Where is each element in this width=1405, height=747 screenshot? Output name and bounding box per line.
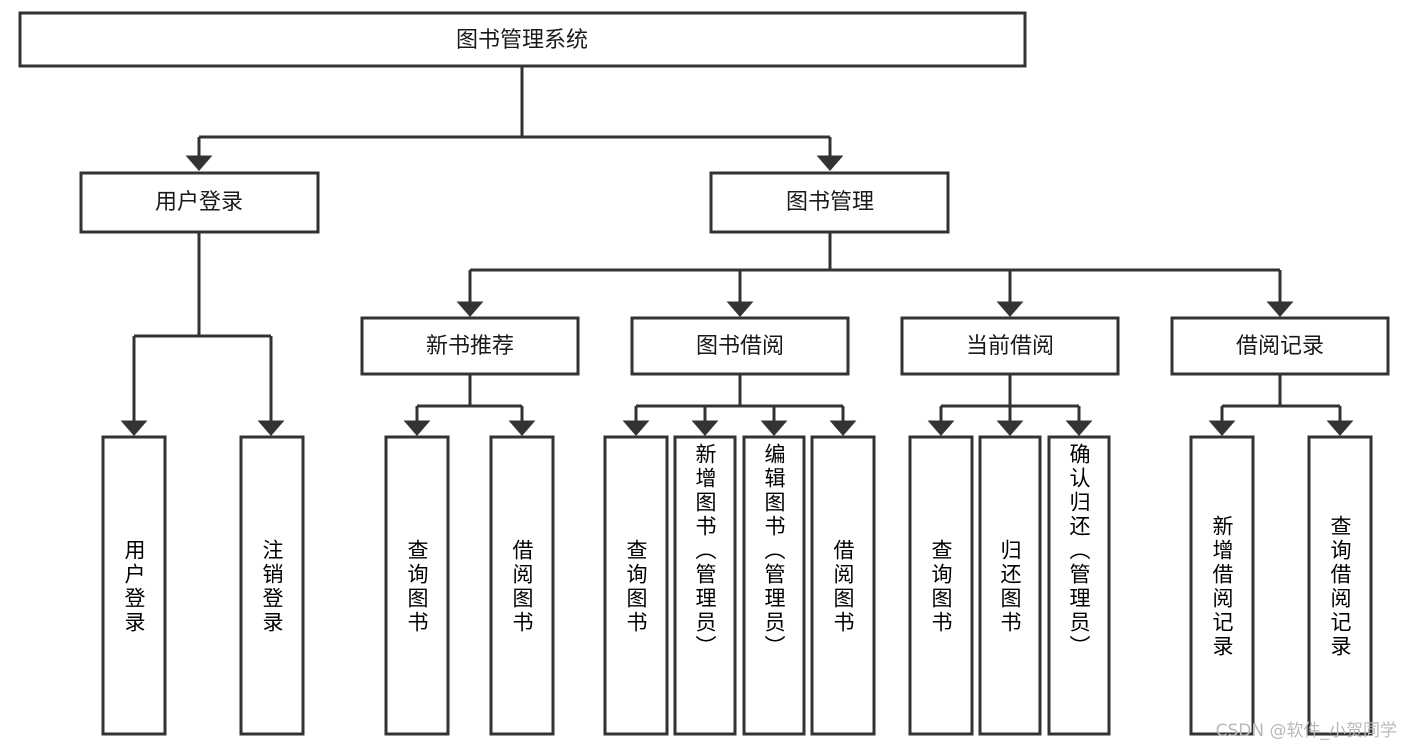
leaf-label-wrap-user-login-2: 注销登录 [260,539,284,635]
leaf-box-user-login-2[interactable] [239,435,305,736]
leaf-label-wrap-record-1: 新增借阅记录 [1210,515,1234,659]
node-label-borrow-record: 借阅记录 [1236,334,1324,359]
node-new-book-recommend[interactable]: 新书推荐 [360,316,580,376]
leaf-box-current-2[interactable] [978,435,1042,736]
node-borrow-record[interactable]: 借阅记录 [1170,316,1390,376]
leaf-label-record-1: 新增借阅记录 [1210,515,1234,659]
leaf-label-wrap-new-book-1: 查询图书 [405,539,429,635]
leaf-label-user-login-2: 注销登录 [260,539,284,635]
node-label-user-login: 用户登录 [155,190,243,215]
leaf-box-current-1[interactable] [908,435,974,736]
leaf-label-wrap-current-2: 归还图书 [998,539,1022,635]
leaf-label-current-1: 查询图书 [929,539,953,635]
node-user-login[interactable]: 用户登录 [79,171,320,234]
node-label-book-management: 图书管理 [786,190,874,215]
leaf-label-current-2: 归还图书 [998,539,1022,635]
leaf-box-user-login-1[interactable] [101,435,167,736]
leaf-label-borrow-3: 编辑图书（管理员） [762,443,786,659]
leaf-box-new-book-2[interactable] [489,435,555,736]
leaf-label-new-book-2: 借阅图书 [510,539,534,635]
leaf-label-new-book-1: 查询图书 [405,539,429,635]
leaf-label-user-login-1: 用户登录 [122,539,146,635]
node-label-book-borrow: 图书借阅 [696,334,784,359]
leaf-label-wrap-current-3: 确认归还（管理员） [1067,443,1091,659]
node-label-root: 图书管理系统 [456,28,588,53]
leaf-label-borrow-1: 查询图书 [624,539,648,635]
leaf-label-wrap-borrow-3: 编辑图书（管理员） [762,443,786,659]
leaf-box-borrow-1[interactable] [603,435,669,736]
leaf-label-current-3: 确认归还（管理员） [1067,443,1091,659]
leaf-label-wrap-borrow-4: 借阅图书 [831,539,855,635]
leaf-box-current-3[interactable] [1047,435,1111,736]
leaf-label-record-2: 查询借阅记录 [1328,515,1352,659]
leaf-box-borrow-4[interactable] [810,435,876,736]
leaf-box-new-book-1[interactable] [384,435,450,736]
node-book-management-system[interactable]: 图书管理系统 [18,11,1027,68]
leaf-label-wrap-borrow-2: 新增图书（管理员） [693,443,717,659]
node-book-management[interactable]: 图书管理 [709,171,950,234]
leaf-box-borrow-3[interactable] [742,435,806,736]
leaf-label-borrow-2: 新增图书（管理员） [693,443,717,659]
leaf-label-wrap-user-login-1: 用户登录 [122,539,146,635]
leaf-box-record-2[interactable] [1307,435,1373,736]
leaf-label-wrap-borrow-1: 查询图书 [624,539,648,635]
node-label-current-borrow: 当前借阅 [966,334,1054,359]
node-label-new-book-recommend: 新书推荐 [426,334,514,359]
leaf-box-record-1[interactable] [1189,435,1255,736]
node-book-borrow[interactable]: 图书借阅 [630,316,850,376]
leaf-label-wrap-record-2: 查询借阅记录 [1328,515,1352,659]
leaf-box-borrow-2[interactable] [673,435,737,736]
leaf-label-wrap-current-1: 查询图书 [929,539,953,635]
leaf-label-wrap-new-book-2: 借阅图书 [510,539,534,635]
node-current-borrow[interactable]: 当前借阅 [900,316,1120,376]
leaf-label-borrow-4: 借阅图书 [831,539,855,635]
